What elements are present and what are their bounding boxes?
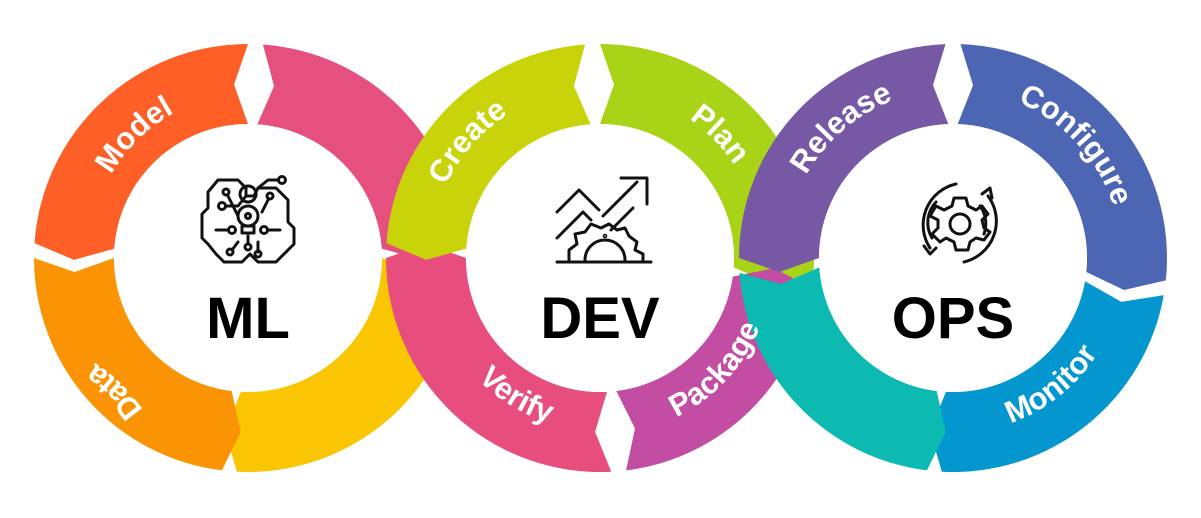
dev-center [466,124,734,392]
segment-dev-bottom-left [386,244,612,473]
segment-ml-bottom-left [34,258,241,471]
segment-dev-top-left [386,44,591,260]
ops-center [819,124,1087,392]
brain-circuit-lightbulb-icon [200,175,296,264]
gear-cycle-icon [921,182,998,264]
ring-title-dev: DEV [540,286,660,351]
segment-ops-bottom-right [929,281,1164,472]
segment-ml-top-left [34,44,248,260]
ring-ops [739,44,1167,472]
ring-title-ml: ML [206,286,290,351]
segment-ops-top-left [739,44,949,272]
segment-ops-bottom-left [739,267,946,471]
growth-arrow-gear-icon [555,176,653,264]
segment-ops-top-right [957,44,1167,291]
ring-title-ops: OPS [892,286,1015,351]
